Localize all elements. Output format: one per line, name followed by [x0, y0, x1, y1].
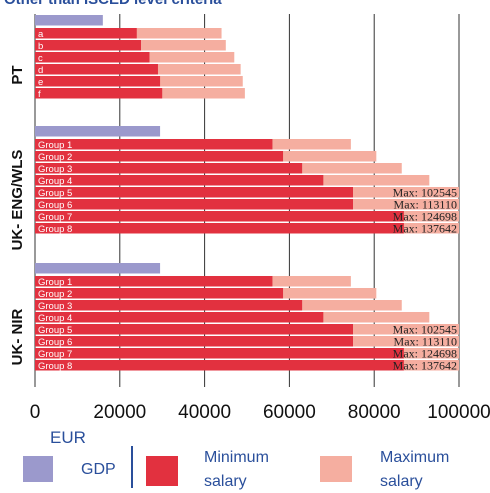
- max-value-label-2-4: Max: 102545: [393, 322, 457, 336]
- min-bar-0-5: [35, 88, 163, 99]
- bar-label-0-0: a: [38, 29, 44, 40]
- bar-label-2-1: Group 2: [38, 289, 72, 300]
- legend-divider: [131, 446, 133, 488]
- gdp-bar-0: [35, 15, 103, 26]
- bar-label-0-3: d: [38, 65, 43, 76]
- min-bar-2-0: [35, 276, 273, 287]
- legend-label-max-line2: salary: [380, 473, 423, 490]
- min-bar-1-1: [35, 151, 284, 162]
- min-bar-2-4: [35, 324, 353, 335]
- min-bar-0-0: [35, 28, 137, 39]
- max-value-label-1-4: Max: 102545: [393, 185, 457, 199]
- bar-label-0-1: b: [38, 41, 43, 52]
- group-label-2: UK- NIR: [9, 309, 26, 366]
- bar-label-1-1: Group 2: [38, 152, 72, 163]
- legend-swatch-min: [146, 456, 178, 486]
- min-bar-1-5: [35, 199, 353, 210]
- min-bar-1-6: [35, 211, 404, 222]
- min-bar-2-6: [35, 348, 404, 359]
- x-tick-label-4: 80000: [348, 402, 401, 423]
- max-value-label-2-7: Max: 137642: [393, 358, 457, 372]
- max-value-label-2-5: Max: 113110: [394, 334, 457, 348]
- legend-label-min-line2: salary: [204, 473, 247, 490]
- min-bar-1-0: [35, 139, 273, 150]
- legend-swatch-max: [320, 456, 352, 482]
- legend-swatch-gdp: [23, 456, 53, 482]
- bar-label-2-6: Group 7: [38, 349, 72, 360]
- bar-label-1-6: Group 7: [38, 212, 72, 223]
- bar-label-2-4: Group 5: [38, 325, 72, 336]
- min-bar-1-2: [35, 163, 303, 174]
- bar-label-2-2: Group 3: [38, 301, 72, 312]
- gdp-bar-2: [35, 263, 161, 274]
- min-bar-2-5: [35, 336, 353, 347]
- max-value-label-2-6: Max: 124698: [393, 346, 457, 360]
- min-bar-1-4: [35, 187, 353, 198]
- min-bar-2-7: [35, 360, 404, 371]
- x-tick-label-2: 40000: [178, 402, 231, 423]
- min-bar-0-3: [35, 64, 158, 75]
- max-value-label-1-6: Max: 124698: [393, 209, 457, 223]
- min-bar-2-3: [35, 312, 324, 323]
- x-axis-unit: EUR: [50, 428, 86, 447]
- group-label-1: UK- ENG/WLS: [9, 150, 26, 251]
- bar-label-0-4: e: [38, 77, 43, 88]
- bar-label-1-5: Group 6: [38, 200, 72, 211]
- bar-label-2-7: Group 8: [38, 361, 72, 372]
- bar-label-1-0: Group 1: [38, 140, 72, 151]
- min-bar-2-2: [35, 300, 303, 311]
- bar-label-0-5: f: [38, 89, 41, 100]
- max-value-label-1-5: Max: 113110: [394, 197, 457, 211]
- bar-label-0-2: c: [38, 53, 43, 64]
- bar-label-1-2: Group 3: [38, 164, 72, 175]
- bar-label-1-3: Group 4: [38, 176, 72, 187]
- bar-label-1-4: Group 5: [38, 188, 72, 199]
- bar-label-2-5: Group 6: [38, 337, 72, 348]
- bar-label-1-7: Group 8: [38, 224, 72, 235]
- gdp-bar-1: [35, 126, 161, 137]
- min-bar-0-2: [35, 52, 150, 63]
- bar-label-2-0: Group 1: [38, 277, 72, 288]
- x-tick-label-1: 20000: [93, 402, 146, 423]
- max-value-label-1-7: Max: 137642: [393, 221, 457, 235]
- legend-label-max-line1: Maximum: [380, 449, 450, 466]
- min-bar-1-3: [35, 175, 324, 186]
- group-label-0: PT: [9, 65, 26, 84]
- x-tick-label-0: 0: [30, 402, 41, 423]
- legend-label-gdp: GDP: [81, 461, 116, 478]
- legend-label-min-line1: Minimum: [204, 449, 269, 466]
- min-bar-1-7: [35, 223, 404, 234]
- bar-label-2-3: Group 4: [38, 313, 72, 324]
- x-tick-label-3: 60000: [263, 402, 316, 423]
- min-bar-2-1: [35, 288, 284, 299]
- min-bar-0-1: [35, 40, 141, 51]
- chart-title: Other than ISCED level criteria: [4, 0, 222, 8]
- min-bar-0-4: [35, 76, 161, 87]
- x-tick-label-5: 100000: [427, 402, 490, 423]
